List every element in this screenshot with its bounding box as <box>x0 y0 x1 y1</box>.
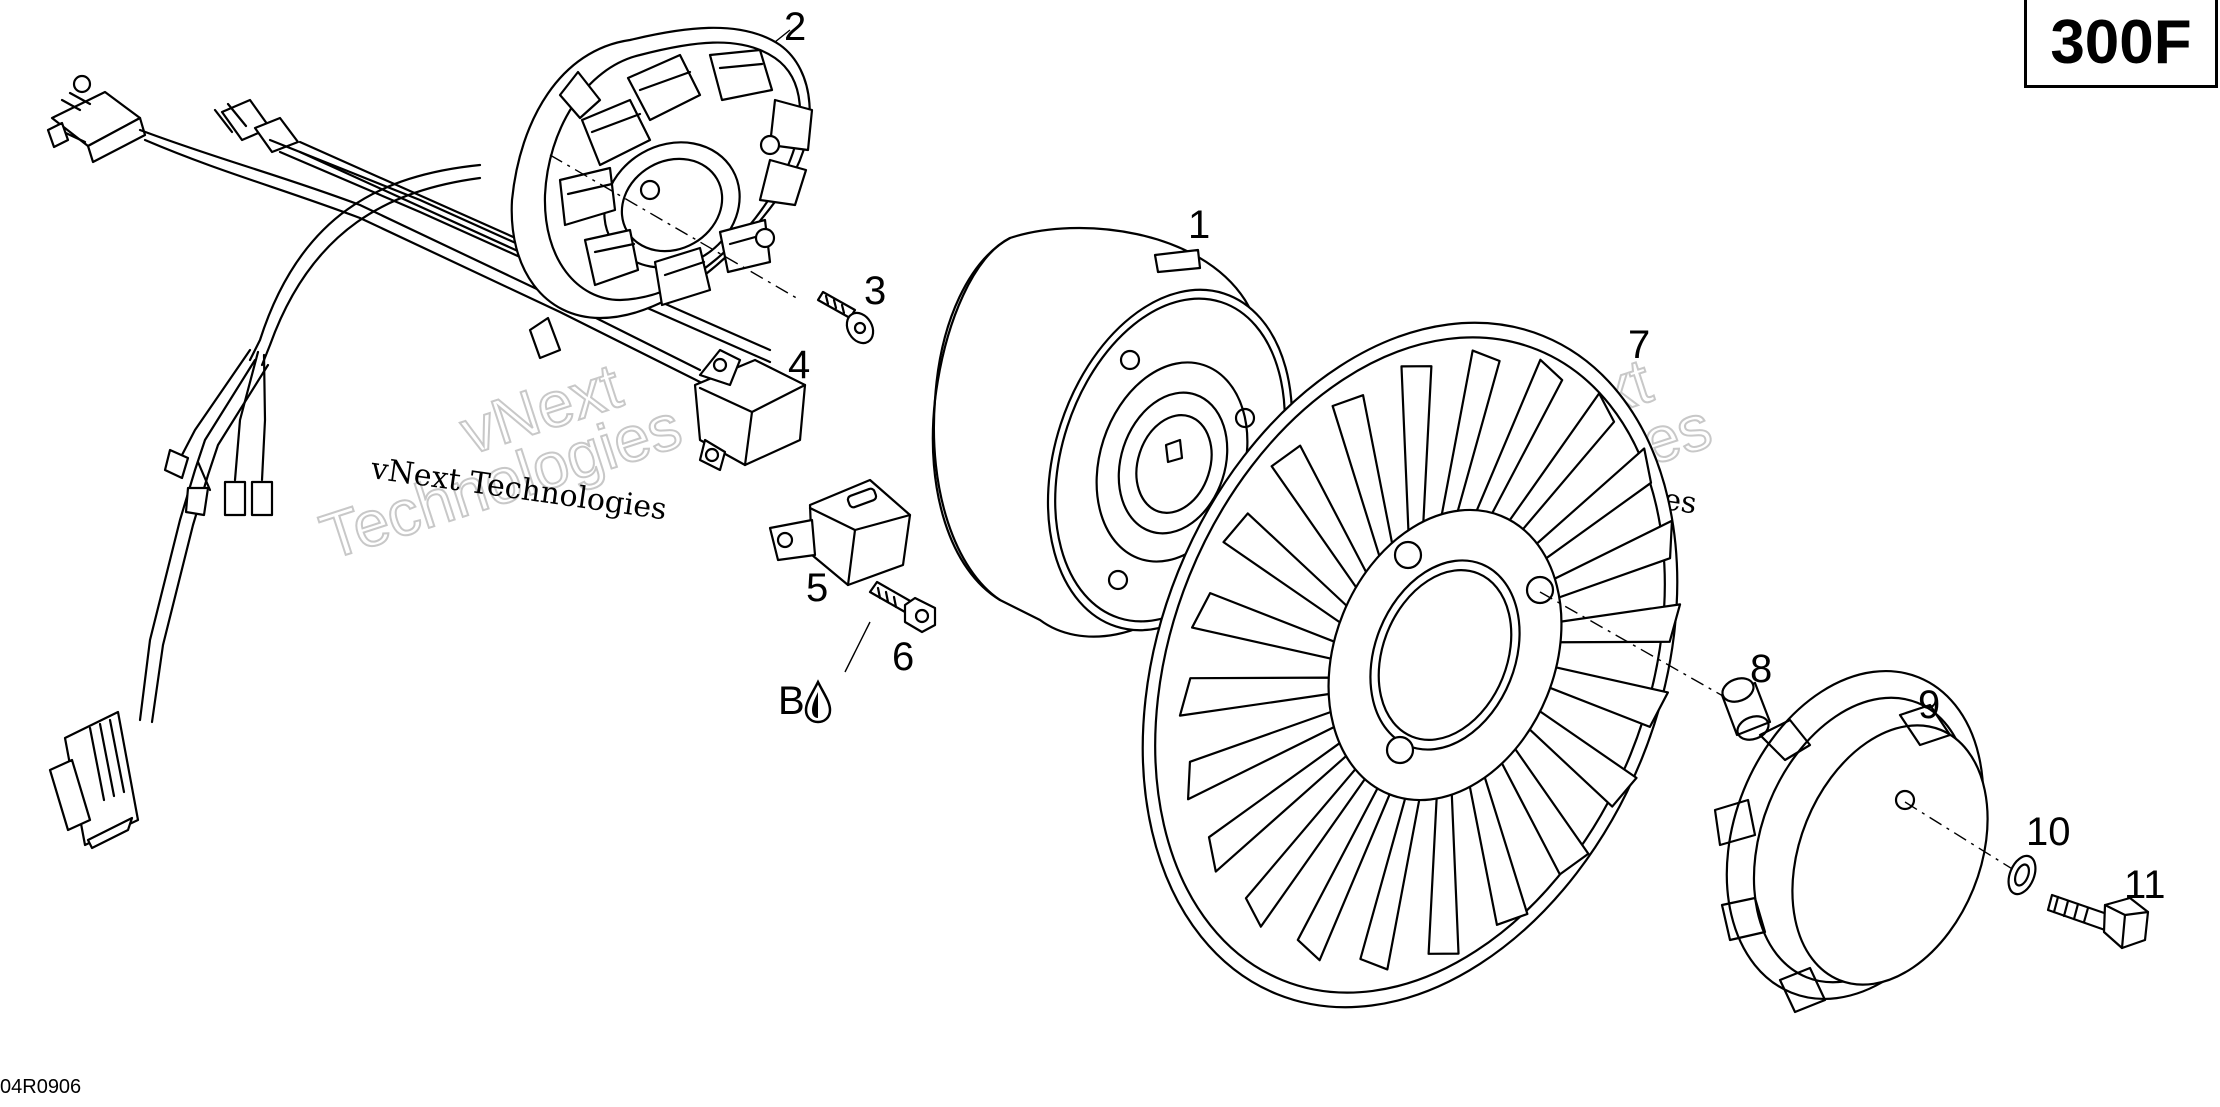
callout-4: 4 <box>788 343 810 387</box>
callout-9: 9 <box>1918 683 1940 727</box>
harness-connector-top <box>46 74 147 164</box>
fan <box>1141 321 1731 1009</box>
bolt <box>2046 893 2150 950</box>
trigger-coil-upper <box>693 348 807 472</box>
trigger-coil-screw <box>868 580 937 634</box>
callout-6: 6 <box>892 635 914 679</box>
starting-pulley <box>1713 669 2031 1014</box>
callout-7: 7 <box>1628 323 1650 367</box>
fan-blades <box>1178 349 1682 971</box>
callout-1: 1 <box>1188 203 1210 247</box>
callout-2: 2 <box>784 5 806 49</box>
callout-11: 11 <box>2124 863 2166 907</box>
harness-connector-bottom <box>48 710 140 850</box>
leader-line-b <box>844 621 871 673</box>
spacer <box>1720 677 1772 741</box>
stator <box>510 26 814 360</box>
callout-10: 10 <box>2026 810 2071 854</box>
watermark-left: vNext Technologies vNext Technologies <box>311 348 691 574</box>
diagram-code: 04R0906 <box>0 1076 82 1098</box>
harness-pins-top <box>213 98 300 154</box>
leader-lines <box>774 29 791 43</box>
note-b-label: B <box>778 679 805 723</box>
note-b: B <box>778 679 832 724</box>
model-badge: 300F <box>2024 0 2218 88</box>
stator-screw <box>816 290 875 345</box>
callout-5: 5 <box>806 566 828 610</box>
washer <box>2007 854 2037 896</box>
callout-labels: 1 2 3 4 5 6 7 8 9 10 11 <box>784 5 2166 907</box>
trigger-coil-lower <box>768 478 912 587</box>
callout-3: 3 <box>864 269 886 313</box>
wiring-harness <box>46 74 772 850</box>
callout-8: 8 <box>1750 647 1772 691</box>
